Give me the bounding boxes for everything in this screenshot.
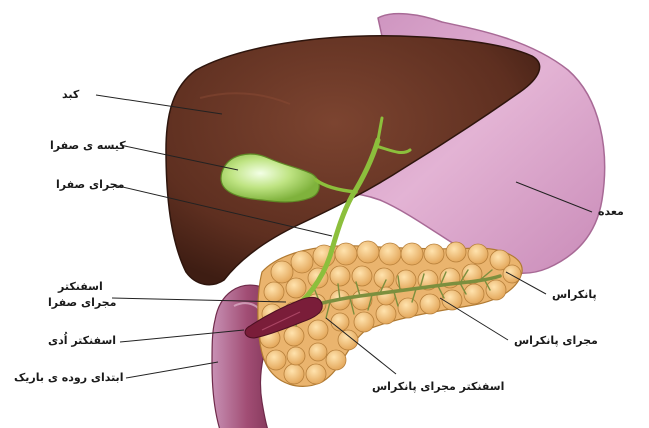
label-duodenum: ابتدای روده ی باریک — [14, 371, 123, 384]
label-stomach: معده — [598, 205, 624, 218]
label-bile-duct: مجرای صفرا — [56, 178, 124, 191]
label-pancreatic-duct: مجرای پانکراس — [514, 334, 598, 347]
label-sphincter-oddi: اسفنکتر اُدی — [48, 334, 116, 347]
label-sphincter-bile-line2: مجرای صفرا — [48, 296, 116, 309]
label-liver: کبد — [62, 88, 79, 101]
label-sphincter-pancreatic: اسفنکتر مجرای پانکراس — [372, 380, 504, 393]
label-sphincter-bile-line1: اسفنکتر — [58, 280, 103, 293]
label-gallbladder: کیسه ی صفرا — [50, 139, 126, 152]
label-pancreas: پانکراس — [552, 288, 597, 301]
